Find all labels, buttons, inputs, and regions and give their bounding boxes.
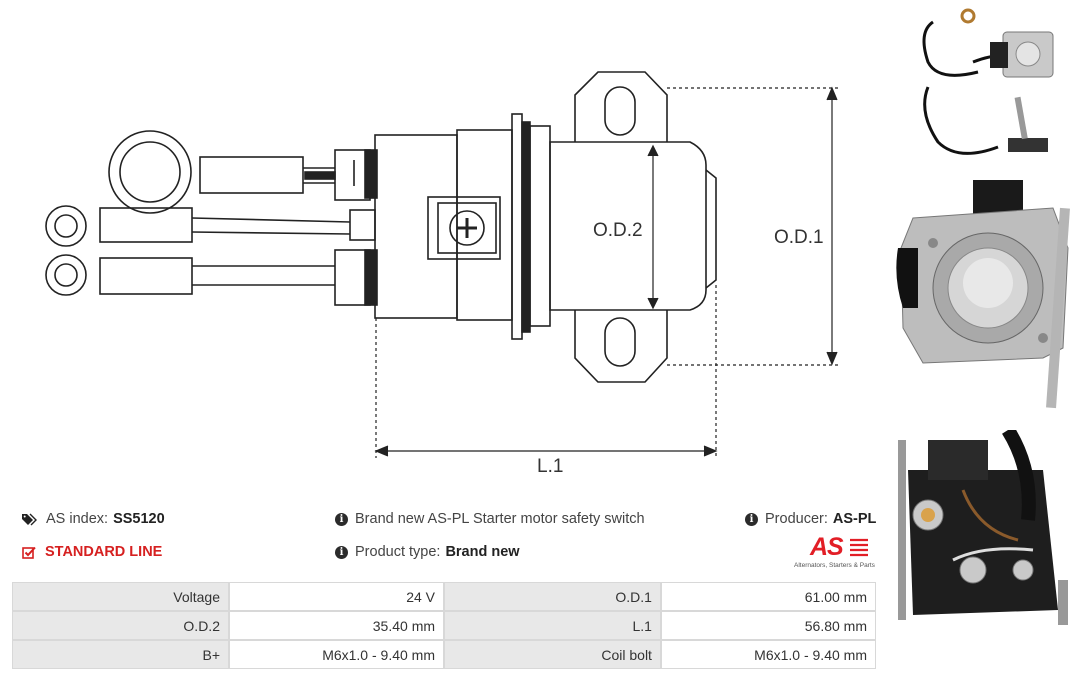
spec-value: 56.80 mm: [660, 611, 876, 640]
specs-table: Voltage 24 V O.D.1 61.00 mm O.D.2 35.40 …: [12, 582, 876, 669]
technical-drawing: O.D.2 O.D.1 L.1: [45, 71, 840, 477]
spec-label: L.1: [444, 611, 661, 640]
table-row: Voltage 24 V O.D.1 61.00 mm: [12, 582, 876, 611]
producer-value: AS-PL: [832, 511, 877, 527]
spec-label: O.D.1: [444, 582, 661, 611]
spec-value: 24 V: [229, 582, 445, 611]
logo-stripes-icon: [850, 538, 868, 557]
product-type-value: Brand new: [445, 544, 520, 560]
table-row: O.D.2 35.40 mm L.1 56.80 mm: [12, 611, 876, 640]
description-row: i Brand new AS-PL Starter motor safety s…: [335, 511, 645, 527]
info-icon: i: [335, 512, 348, 526]
spec-value: M6x1.0 - 9.40 mm: [229, 640, 445, 669]
product-type-label: Product type:: [355, 544, 441, 560]
od1-label: O.D.1: [774, 227, 824, 248]
as-index-label: AS index:: [46, 511, 109, 527]
product-type-row: i Product type: Brand new: [335, 544, 520, 560]
standard-line-label: STANDARD LINE: [45, 544, 163, 560]
product-photo-front[interactable]: [893, 178, 1075, 418]
standard-line-row: STANDARD LINE: [22, 544, 162, 560]
spec-value: 35.40 mm: [229, 611, 445, 640]
checkbox-icon: [22, 546, 37, 559]
spec-label: Coil bolt: [444, 640, 661, 669]
producer-label: Producer:: [765, 511, 828, 527]
logo-text: AS: [810, 533, 844, 561]
table-row: B+ M6x1.0 - 9.40 mm Coil bolt M6x1.0 - 9…: [12, 640, 876, 669]
spec-value: 61.00 mm: [660, 582, 876, 611]
product-photo-back[interactable]: [893, 430, 1078, 630]
spec-label: Voltage: [12, 582, 229, 611]
as-index-value: SS5120: [113, 511, 165, 527]
spec-label: B+: [12, 640, 229, 669]
spec-label: O.D.2: [12, 611, 229, 640]
od2-label: O.D.2: [593, 220, 643, 241]
l1-label: L.1: [537, 456, 563, 477]
description-text: Brand new AS-PL Starter motor safety swi…: [355, 511, 645, 527]
info-icon: i: [335, 545, 348, 559]
tag-icon: [22, 513, 38, 526]
as-pl-logo: AS Alternators, Starters & Parts: [788, 533, 880, 573]
product-photo-cables[interactable]: [898, 2, 1078, 162]
as-index-row: AS index: SS5120: [22, 511, 165, 527]
producer-row: i Producer: AS-PL: [745, 511, 876, 527]
logo-tagline: Alternators, Starters & Parts: [794, 562, 875, 569]
info-icon: i: [745, 512, 758, 526]
spec-value: M6x1.0 - 9.40 mm: [660, 640, 876, 669]
